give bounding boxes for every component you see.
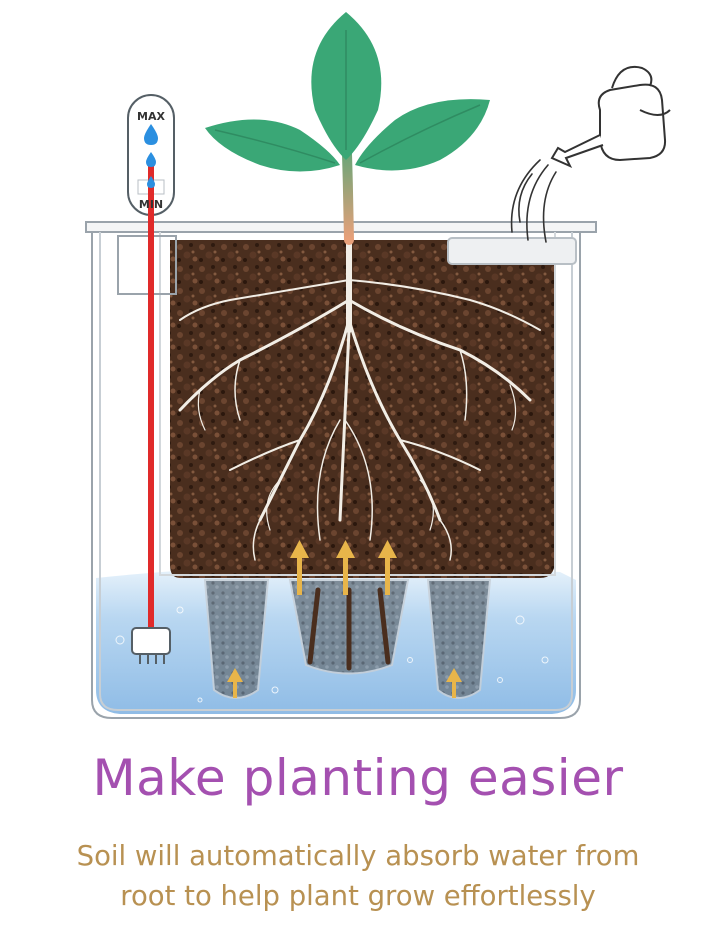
leaf-left: [205, 119, 340, 172]
watering-can-icon: [550, 66, 671, 169]
up-arrow-icon: [227, 540, 462, 698]
caption-line-2: root to help plant grow effortlessly: [120, 880, 596, 912]
self-watering-pot-illustration: MAX MIN: [85, 12, 671, 719]
gauge-max-label: MAX: [137, 110, 165, 123]
water-level-gauge: MAX MIN: [127, 94, 175, 664]
pot-outline: [85, 221, 597, 719]
plant-roots: [178, 232, 541, 561]
water-bubbles: [115, 606, 549, 703]
water-stream: [510, 159, 557, 243]
caption-line-1: Soil will automatically absorb water fro…: [76, 840, 640, 872]
gauge-min-label: MIN: [139, 198, 163, 211]
wicking-cones: [203, 579, 492, 699]
leaf-right: [355, 99, 490, 171]
water-drop-icon: [144, 124, 158, 188]
caption-headline: Make planting easier: [92, 749, 624, 807]
soil-chamber: [170, 240, 555, 578]
plant-seedling: [205, 12, 490, 245]
